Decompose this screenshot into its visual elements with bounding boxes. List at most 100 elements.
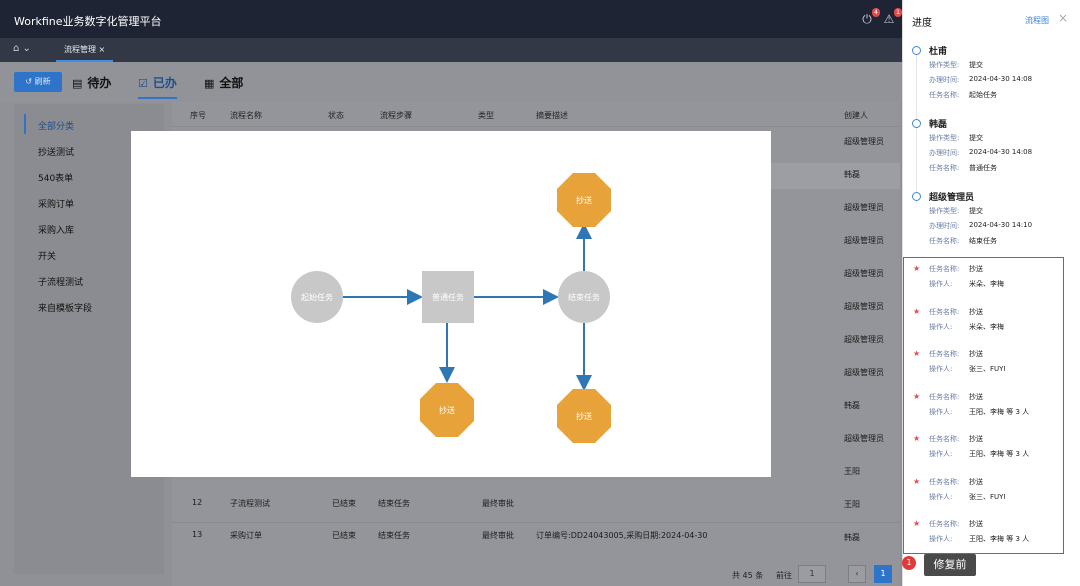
cc-field-value: 米朵、李梅 xyxy=(969,280,1004,288)
pager-prev-button[interactable]: ‹ xyxy=(848,565,866,583)
entry-field-label: 操作类型: xyxy=(929,134,960,142)
entry-field: 任务名称:起始任务 xyxy=(929,90,997,100)
cc-field-label: 操作人: xyxy=(929,365,953,373)
entry-user: 韩磊 xyxy=(929,120,948,130)
tab-flow-manage[interactable]: 流程管理 × xyxy=(56,38,114,62)
sidebar-item-all[interactable]: 全部分类 xyxy=(38,122,75,132)
cc-field-value: 米朵、李梅 xyxy=(969,322,1004,331)
entry-field: 办理时间:2024-04-30 14:08 xyxy=(929,75,1032,85)
refresh-button[interactable]: ↺ 刷新 xyxy=(14,72,62,92)
pager-current-page[interactable]: 1 xyxy=(874,565,892,583)
flow-diagram: 起始任务 普通任务 结束任务 抄送 抄送 抄送 xyxy=(291,173,611,443)
sidebar-item-template[interactable]: 来自模板字段 xyxy=(38,304,93,314)
col-summary: 摘要描述 xyxy=(536,111,568,120)
entry-field-value: 提交 xyxy=(969,134,983,142)
cc-field-label: 操作人: xyxy=(929,280,953,288)
close-icon[interactable]: × xyxy=(1058,11,1069,25)
creator-cell: 超级管理员 xyxy=(844,203,884,212)
entry-field: 任务名称:普通任务 xyxy=(929,163,997,173)
notification-icon[interactable]: ⏻4 xyxy=(862,8,880,26)
home-icon[interactable]: ⌂ ⌄ xyxy=(13,43,31,54)
entry-field: 操作类型:提交 xyxy=(929,206,983,216)
node-start[interactable] xyxy=(291,271,343,323)
creator-cell: 超级管理员 xyxy=(844,434,884,443)
pager-total: 共 45 条 xyxy=(732,571,764,580)
cc-field-value: 抄送 xyxy=(969,520,983,528)
row13-step: 结束任务 xyxy=(378,531,410,540)
cc-field-label: 操作人: xyxy=(929,535,953,543)
entry-user: 杜甫 xyxy=(929,47,948,57)
cc-field: 任务名称: 抄送 xyxy=(929,477,983,487)
alert-icon[interactable]: ⚠1 xyxy=(883,8,902,26)
flow-diagram-modal: 起始任务 普通任务 结束任务 抄送 抄送 抄送 xyxy=(131,131,771,477)
col-name[interactable]: 流程名称 xyxy=(230,111,262,120)
entry-field-label: 任务名称: xyxy=(929,91,960,99)
timeline-dot xyxy=(912,46,921,55)
sidebar-item-purchase-in[interactable]: 采购入库 xyxy=(38,226,75,236)
node-end-label: 结束任务 xyxy=(568,292,600,302)
sidebar-item-540[interactable]: 540表单 xyxy=(38,174,74,184)
star-icon: ★ xyxy=(913,519,921,528)
entry-field: 任务名称:结束任务 xyxy=(929,236,997,246)
sidebar-item-switch[interactable]: 开关 xyxy=(38,252,57,262)
cc-field-label: 任务名称: xyxy=(929,435,960,443)
top-bar: Workfine业务数字化管理平台 ⏻4 ⚠1 xyxy=(0,0,902,38)
creator-cell: 超级管理员 xyxy=(844,335,884,344)
cc-field: 操作人: 米朵、李梅 xyxy=(929,279,1004,289)
cc-field-value: 王阳、李梅 等 3 人 xyxy=(969,535,1030,543)
cc-field-value: 抄送 xyxy=(969,477,983,486)
entry-field-label: 任务名称: xyxy=(929,237,960,245)
pager-goto-input[interactable]: 1 xyxy=(798,565,826,583)
sidebar-item-purchase-order[interactable]: 采购订单 xyxy=(38,200,75,210)
tab-bar: ⌂ ⌄ 流程管理 × xyxy=(0,38,902,62)
star-icon: ★ xyxy=(913,476,921,486)
row13-name[interactable]: 采购订单 xyxy=(230,531,262,540)
sidebar-item-subprocess[interactable]: 子流程测试 xyxy=(38,278,84,288)
creator-cell: 韩磊 xyxy=(844,170,860,179)
tab-todo[interactable]: ▤待办 xyxy=(72,74,111,91)
notification-badge: 4 xyxy=(872,8,880,17)
cc-field: 任务名称:抄送 xyxy=(929,392,983,402)
node-end[interactable] xyxy=(558,271,610,323)
pager-goto-label: 前往 xyxy=(776,571,792,580)
cc-field: 任务名称:抄送 xyxy=(929,307,983,317)
cc-field-value: 王阳、李梅 等 3 人 xyxy=(969,407,1030,416)
node-normal[interactable] xyxy=(422,271,474,323)
timeline-dot xyxy=(912,192,921,201)
entry-field-label: 办理时间: xyxy=(929,149,960,157)
entry-field-value: 提交 xyxy=(969,61,983,69)
row-divider xyxy=(172,522,900,523)
creator-cell: 王阳 xyxy=(844,467,860,476)
tab-done[interactable]: ☑已办 xyxy=(138,74,177,99)
col-status[interactable]: 状态 xyxy=(328,111,344,120)
col-creator[interactable]: 创建人 xyxy=(844,111,868,120)
node-cc-top[interactable] xyxy=(557,173,611,227)
col-type[interactable]: 类型 xyxy=(478,111,494,120)
tab-all[interactable]: ▦全部 xyxy=(204,74,243,91)
entry-field: 办理时间:2024-04-30 14:08 xyxy=(929,148,1032,158)
app-title: Workfine业务数字化管理平台 xyxy=(14,15,162,28)
cc-field-value: 抄送 xyxy=(969,350,983,358)
star-icon: ★ xyxy=(913,391,921,401)
node-cc-middle-label: 抄送 xyxy=(439,405,455,415)
node-cc-middle[interactable] xyxy=(420,383,474,437)
timeline-dot xyxy=(912,119,921,128)
cc-field: 任务名称:抄送 xyxy=(929,519,983,529)
col-step[interactable]: 流程步骤 xyxy=(380,111,412,120)
creator-cell: 超级管理员 xyxy=(844,302,884,311)
done-icon: ☑ xyxy=(138,77,148,90)
cc-field-label: 任务名称: xyxy=(929,477,960,486)
cc-field: 操作人:米朵、李梅 xyxy=(929,322,1004,332)
row13-type: 最终审批 xyxy=(482,531,514,540)
sidebar-item-cc-test[interactable]: 抄送测试 xyxy=(38,148,75,158)
entry-field-value: 提交 xyxy=(969,207,983,215)
alert-badge: 1 xyxy=(894,8,902,17)
cc-field-label: 任务名称: xyxy=(929,350,960,358)
cc-field-label: 操作人: xyxy=(929,407,953,416)
active-indicator xyxy=(24,114,26,134)
flow-chart-link[interactable]: 流程图 xyxy=(1025,16,1049,25)
node-cc-bottom[interactable] xyxy=(557,389,611,443)
annotation-number: 1 xyxy=(902,556,916,570)
row12-name[interactable]: 子流程测试 xyxy=(230,499,270,508)
cc-field-label: 任务名称: xyxy=(929,265,960,273)
